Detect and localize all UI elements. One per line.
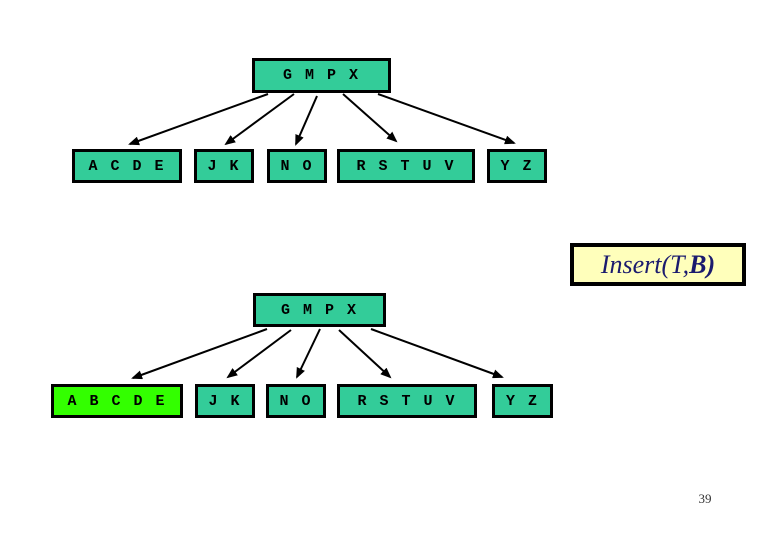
edge-arrow xyxy=(296,328,321,379)
edge-arrow xyxy=(342,93,398,143)
edge-arrow xyxy=(370,328,504,379)
tree-after-leaf-yz: Y Z xyxy=(492,384,553,418)
edge-arrow xyxy=(226,329,292,379)
tree-before-leaf-no: N O xyxy=(267,149,327,183)
tree-before-leaf-jk: J K xyxy=(194,149,254,183)
insert-label-bold-arg: B) xyxy=(689,249,716,279)
tree-before-leaf-acde: A C D E xyxy=(72,149,182,183)
tree-after-leaf-no: N O xyxy=(266,384,326,418)
edge-arrow xyxy=(131,328,268,380)
edge-arrow xyxy=(128,93,269,146)
tree-after-leaf-rstuv: R S T U V xyxy=(337,384,477,418)
edge-arrow xyxy=(377,93,516,145)
tree-after-root-node: G M P X xyxy=(253,293,386,327)
edge-arrow xyxy=(338,329,392,379)
edge-arrow xyxy=(295,95,318,146)
tree-before-edges xyxy=(128,93,516,146)
page-number: 39 xyxy=(698,491,712,506)
tree-after-leaf-jk: J K xyxy=(195,384,255,418)
tree-before-leaf-rstuv: R S T U V xyxy=(337,149,475,183)
insert-operation-label: Insert(T,B) xyxy=(570,243,746,286)
edge-arrow xyxy=(224,93,295,146)
tree-before-root-node: G M P X xyxy=(252,58,391,93)
insert-label-prefix: Insert(T, xyxy=(600,249,690,279)
tree-after-leaf-abcde-highlighted: A B C D E xyxy=(51,384,183,418)
tree-before-leaf-yz: Y Z xyxy=(487,149,547,183)
tree-after-edges xyxy=(131,328,504,380)
